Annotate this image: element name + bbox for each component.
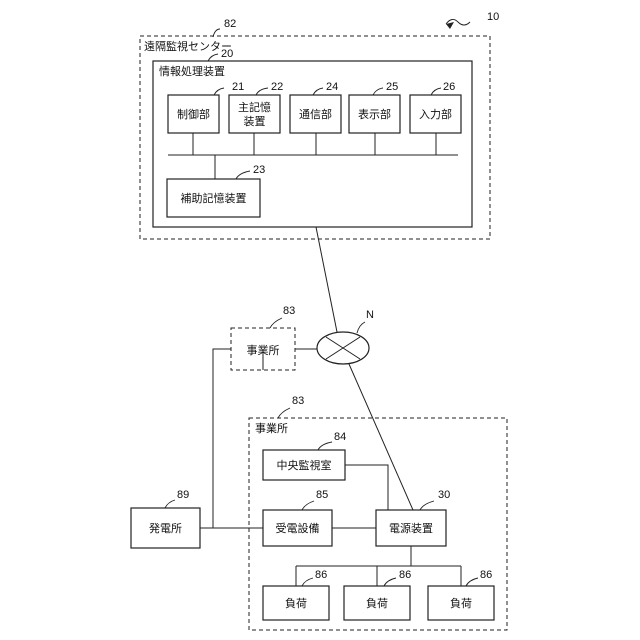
input-unit-label: 入力部 (419, 107, 452, 121)
power-plant-label: 発電所 (149, 521, 182, 535)
communication-unit-label: 通信部 (299, 107, 332, 121)
center-ref-number: 82 (224, 18, 236, 30)
control-unit-label: 制御部 (177, 107, 210, 121)
receiving-ref-number: 85 (316, 489, 328, 501)
monitoring-room-ref-number: 84 (334, 431, 346, 443)
network-ref-label: N (366, 309, 374, 321)
main-storage-label-line1: 主記憶 (238, 100, 271, 114)
load-1-ref-number: 86 (315, 569, 327, 581)
aux-storage-label: 補助記憶装置 (181, 191, 247, 205)
info-device-ref-leader (208, 54, 218, 61)
remote-office-ref-leader (270, 318, 282, 328)
main-office-label: 事業所 (255, 422, 288, 435)
system-ref-number: 10 (487, 11, 499, 23)
load-3-ref-number: 86 (480, 569, 492, 581)
network-ref-leader (357, 322, 365, 333)
load-2-ref-leader (384, 578, 396, 586)
load-3-label: 負荷 (450, 597, 472, 610)
display-unit-label: 表示部 (358, 107, 391, 121)
receiving-label: 受電設備 (276, 521, 320, 535)
load-1-ref-leader (302, 578, 313, 586)
receiving-ref-leader (302, 501, 314, 510)
aux-storage-ref-number: 23 (253, 164, 265, 176)
communication-unit-ref-number: 24 (326, 81, 338, 93)
power-unit-ref-leader (420, 501, 434, 510)
power-plant-ref-leader (165, 500, 175, 508)
link-remote-office-to-feeder (213, 349, 231, 528)
load-1-label: 負荷 (285, 597, 307, 610)
remote-office-ref-number: 83 (283, 305, 295, 317)
center-label: 遠隔監視センター (144, 39, 232, 53)
main-office-ref-number: 83 (292, 395, 304, 407)
load-2-label: 負荷 (366, 597, 388, 610)
info-device-label: 情報処理装置 (159, 65, 225, 78)
link-monitoring-to-power-unit (345, 465, 388, 510)
info-device-ref-number: 20 (221, 48, 233, 60)
input-unit-ref-number: 26 (443, 81, 455, 93)
power-unit-label: 電源装置 (389, 521, 433, 535)
load-3-ref-leader (466, 578, 478, 586)
link-network-to-power-unit (349, 364, 413, 510)
main-storage-label-line2: 装置 (244, 115, 266, 128)
monitoring-room-label: 中央監視室 (277, 458, 332, 472)
power-unit-ref-number: 30 (438, 489, 450, 501)
load-2-ref-number: 86 (399, 569, 411, 581)
power-plant-ref-number: 89 (177, 489, 189, 501)
monitoring-room-ref-leader (318, 442, 332, 450)
control-unit-ref-number: 21 (232, 81, 244, 93)
main-office-ref-leader (278, 408, 290, 418)
main-storage-ref-number: 22 (271, 81, 283, 93)
link-center-to-network (316, 227, 337, 332)
display-unit-ref-number: 25 (386, 81, 398, 93)
